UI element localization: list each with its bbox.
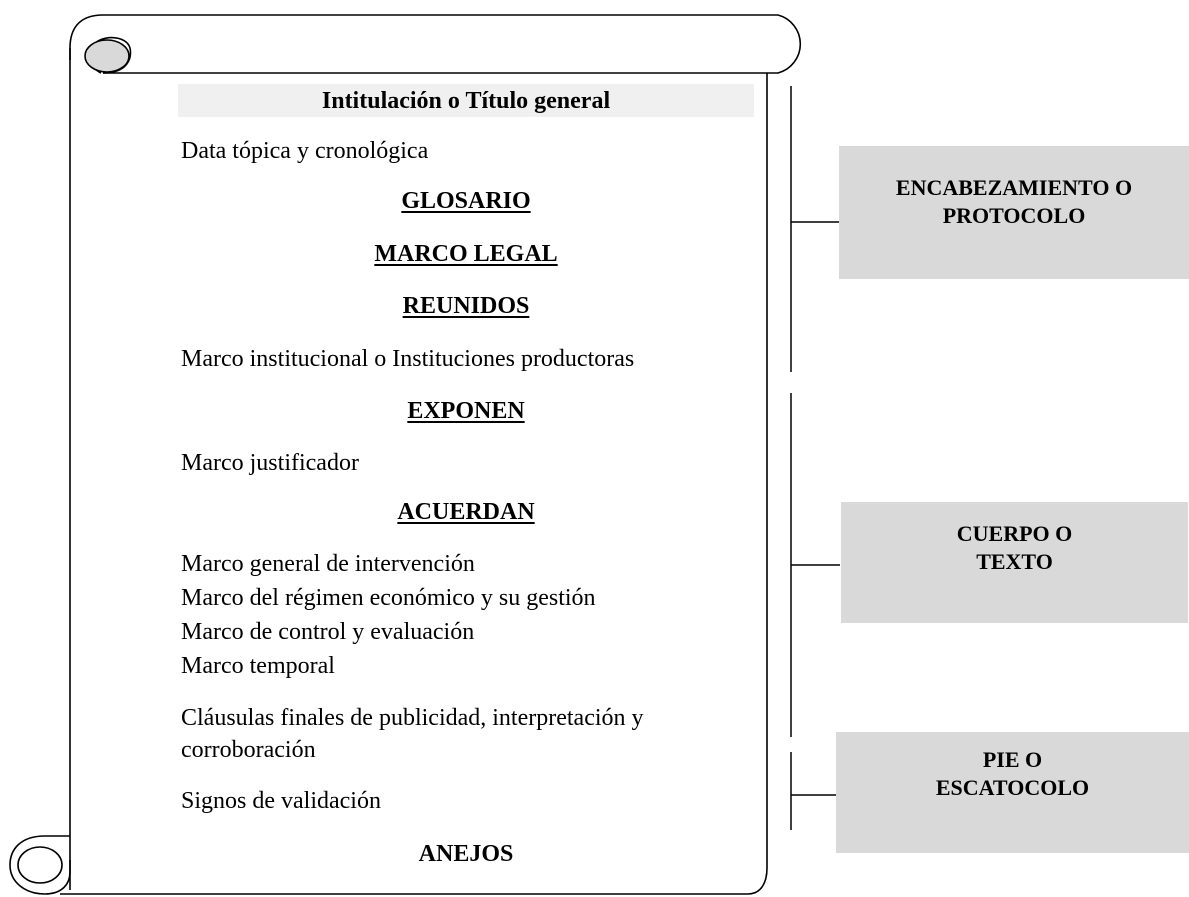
marco-justificador-text: Marco justificador — [181, 450, 359, 476]
scroll-top-curl — [69, 14, 104, 60]
signos-text: Signos de validación — [181, 788, 381, 814]
clausulas-text-line2: corroboración — [181, 737, 316, 763]
encabezamiento-box: ENCABEZAMIENTO O PROTOCOLO — [839, 146, 1189, 279]
pie-line1: PIE O — [982, 747, 1043, 772]
reunidos-heading: REUNIDOS — [402, 293, 530, 319]
exponen-heading: EXPONEN — [407, 398, 525, 424]
title-band — [178, 84, 754, 117]
marco-temporal-text: Marco temporal — [181, 653, 335, 679]
cuerpo-line2: TEXTO — [976, 549, 1053, 574]
clausulas-text-line1: Cláusulas finales de publicidad, interpr… — [181, 705, 644, 731]
marco-regimen-text: Marco del régimen económico y su gestión — [181, 585, 596, 611]
marco-institucional-text: Marco institucional o Instituciones prod… — [181, 346, 635, 372]
marco-control-text: Marco de control y evaluación — [181, 619, 475, 645]
pie-line2: ESCATOCOLO — [935, 775, 1090, 800]
glosario-heading: GLOSARIO — [401, 188, 531, 214]
acuerdan-heading: ACUERDAN — [397, 499, 535, 525]
scroll-top-knob — [84, 39, 130, 73]
scroll-right-edge — [60, 73, 768, 895]
encabezamiento-line2: PROTOCOLO — [942, 203, 1086, 228]
scroll-title: Intitulación o Título general — [321, 88, 611, 114]
cuerpo-line1: CUERPO O — [956, 521, 1073, 546]
scroll-top-roll — [103, 14, 802, 74]
scroll-bottom-curl — [9, 835, 71, 895]
encabezamiento-line1: ENCABEZAMIENTO O — [895, 175, 1133, 200]
cuerpo-box: CUERPO O TEXTO — [841, 502, 1188, 623]
data-topica-text: Data tópica y cronológica — [181, 138, 429, 164]
marco-general-text: Marco general de intervención — [181, 551, 475, 577]
anejos-heading: ANEJOS — [418, 841, 514, 867]
scroll-bottom-knob — [17, 846, 63, 884]
marco-legal-heading: MARCO LEGAL — [374, 241, 558, 267]
pie-box: PIE O ESCATOCOLO — [836, 732, 1189, 853]
